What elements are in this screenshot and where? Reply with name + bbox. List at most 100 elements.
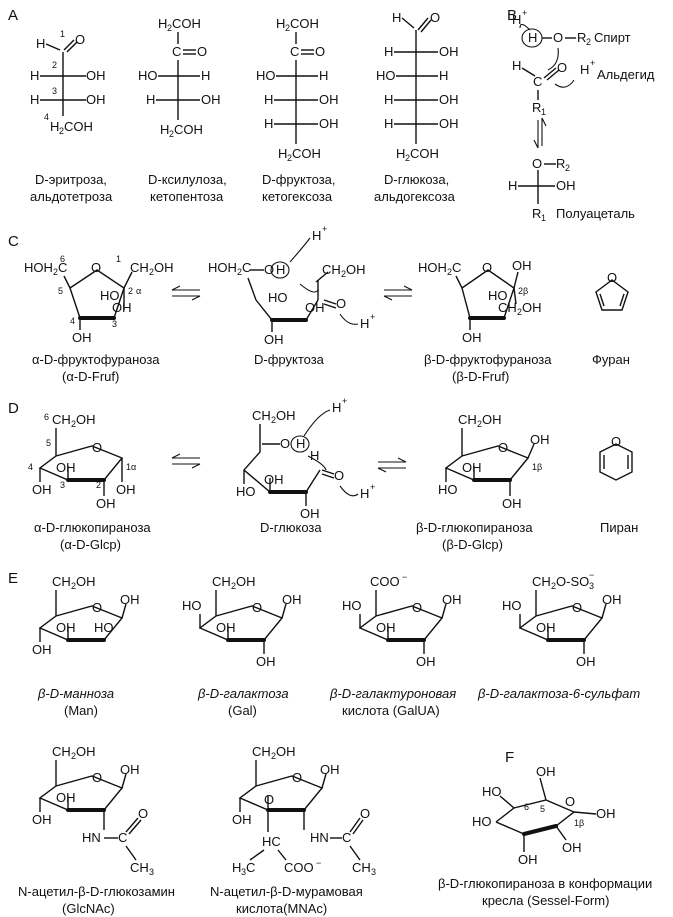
svg-text:H: H (36, 36, 45, 51)
alpha-glucopyranose-name: α-D-глюкопираноза (34, 520, 151, 535)
svg-text:2: 2 (71, 581, 76, 591)
svg-text:O: O (252, 600, 262, 615)
svg-text:OH: OH (282, 592, 302, 607)
svg-text:H: H (360, 486, 369, 501)
svg-text:OH: OH (76, 574, 96, 589)
svg-text:HO: HO (438, 482, 458, 497)
svg-text:+: + (342, 396, 347, 406)
svg-text:C: C (242, 260, 251, 275)
svg-text:HO: HO (376, 68, 396, 83)
svg-text:2: 2 (551, 581, 556, 591)
svg-text:OH: OH (376, 620, 396, 635)
svg-text:2: 2 (477, 419, 482, 429)
svg-text:COH: COH (410, 146, 439, 161)
carbon-number-3: 3 (52, 86, 57, 96)
svg-text:R: R (556, 156, 565, 171)
equilibrium-arrow-d2 (377, 457, 407, 473)
beta-glucopyranose-name: β-D-глюкопираноза (416, 520, 533, 535)
furan-structure: O (595, 270, 629, 311)
svg-text:5: 5 (540, 804, 545, 814)
svg-text:CH: CH (130, 860, 149, 875)
carbon-number-2: 2 (52, 60, 57, 70)
svg-text:OH: OH (32, 482, 52, 497)
svg-text:1β: 1β (532, 462, 542, 472)
section-label-e: E (8, 570, 18, 587)
svg-text:O: O (532, 156, 542, 171)
svg-text:H: H (30, 92, 39, 107)
svg-text:HO: HO (502, 598, 522, 613)
hemiacetal-label: Полуацеталь (556, 206, 635, 221)
svg-text:R: R (577, 30, 586, 45)
svg-text:4: 4 (28, 462, 33, 472)
svg-text:+: + (370, 482, 375, 492)
galacturonic-acid-structure: O COO− HO OH OH OH (342, 572, 462, 669)
mannose-abbr: (Man) (64, 703, 98, 718)
svg-text:H: H (232, 860, 241, 875)
svg-text:+: + (370, 312, 375, 322)
svg-text:O: O (197, 44, 207, 59)
svg-text:HOH: HOH (418, 260, 447, 275)
svg-text:O: O (412, 600, 422, 615)
svg-text:1: 1 (541, 107, 546, 117)
svg-text:CH: CH (252, 408, 271, 423)
svg-text:OH: OH (201, 92, 221, 107)
svg-text:2: 2 (59, 126, 64, 136)
svg-text:H: H (319, 68, 328, 83)
svg-text:3: 3 (371, 867, 376, 877)
svg-text:OH: OH (576, 654, 596, 669)
svg-text:O: O (92, 600, 102, 615)
svg-text:OH: OH (264, 332, 284, 347)
svg-text:CH: CH (52, 574, 71, 589)
svg-text:HO: HO (138, 68, 158, 83)
svg-text:2: 2 (285, 23, 290, 33)
alcohol-label: Спирт (594, 30, 631, 45)
svg-text:+: + (590, 58, 595, 68)
svg-text:O: O (91, 260, 101, 275)
mannose-name: β-D-манноза (37, 686, 114, 701)
svg-text:+: + (522, 8, 527, 18)
beta-fructofuranose-name: β-D-фруктофураноза (424, 352, 552, 367)
svg-text:+: + (322, 224, 327, 234)
svg-text:6: 6 (60, 254, 65, 264)
svg-text:O: O (607, 270, 617, 285)
svg-text:H: H (384, 92, 393, 107)
svg-text:COH: COH (174, 122, 203, 137)
mnac-name: N-ацетил-β-D-мурамовая (210, 884, 363, 899)
svg-text:H: H (264, 92, 273, 107)
glucose-name: D-глюкоза, (384, 172, 449, 187)
svg-text:O: O (336, 296, 346, 311)
svg-text:HO: HO (94, 620, 114, 635)
svg-text:H: H (384, 116, 393, 131)
svg-text:OH: OH (96, 496, 116, 511)
svg-text:HO: HO (256, 68, 276, 83)
svg-text:−: − (402, 572, 407, 582)
svg-text:COH: COH (172, 16, 201, 31)
svg-text:CH: CH (252, 744, 271, 759)
svg-text:OH: OH (300, 506, 320, 521)
svg-text:O: O (572, 600, 582, 615)
xylulose-class: кетопентоза (150, 189, 224, 204)
svg-text:C: C (290, 44, 299, 59)
svg-text:OH: OH (236, 574, 256, 589)
carbon-number-4: 4 (44, 112, 49, 122)
svg-text:H: H (276, 262, 285, 277)
erythrose-class: альдотетроза (30, 189, 113, 204)
erythrose-name: D-эритроза, (35, 172, 107, 187)
fructose-name: D-фруктоза, (262, 172, 336, 187)
svg-text:OH: OH (76, 744, 96, 759)
svg-text:COO: COO (370, 574, 400, 589)
beta-fructofuranose-abbr: (β-D-Fruf) (452, 369, 509, 384)
svg-text:OH: OH (320, 762, 340, 777)
svg-text:2: 2 (517, 307, 522, 317)
svg-text:1α: 1α (126, 462, 136, 472)
svg-text:H: H (384, 44, 393, 59)
